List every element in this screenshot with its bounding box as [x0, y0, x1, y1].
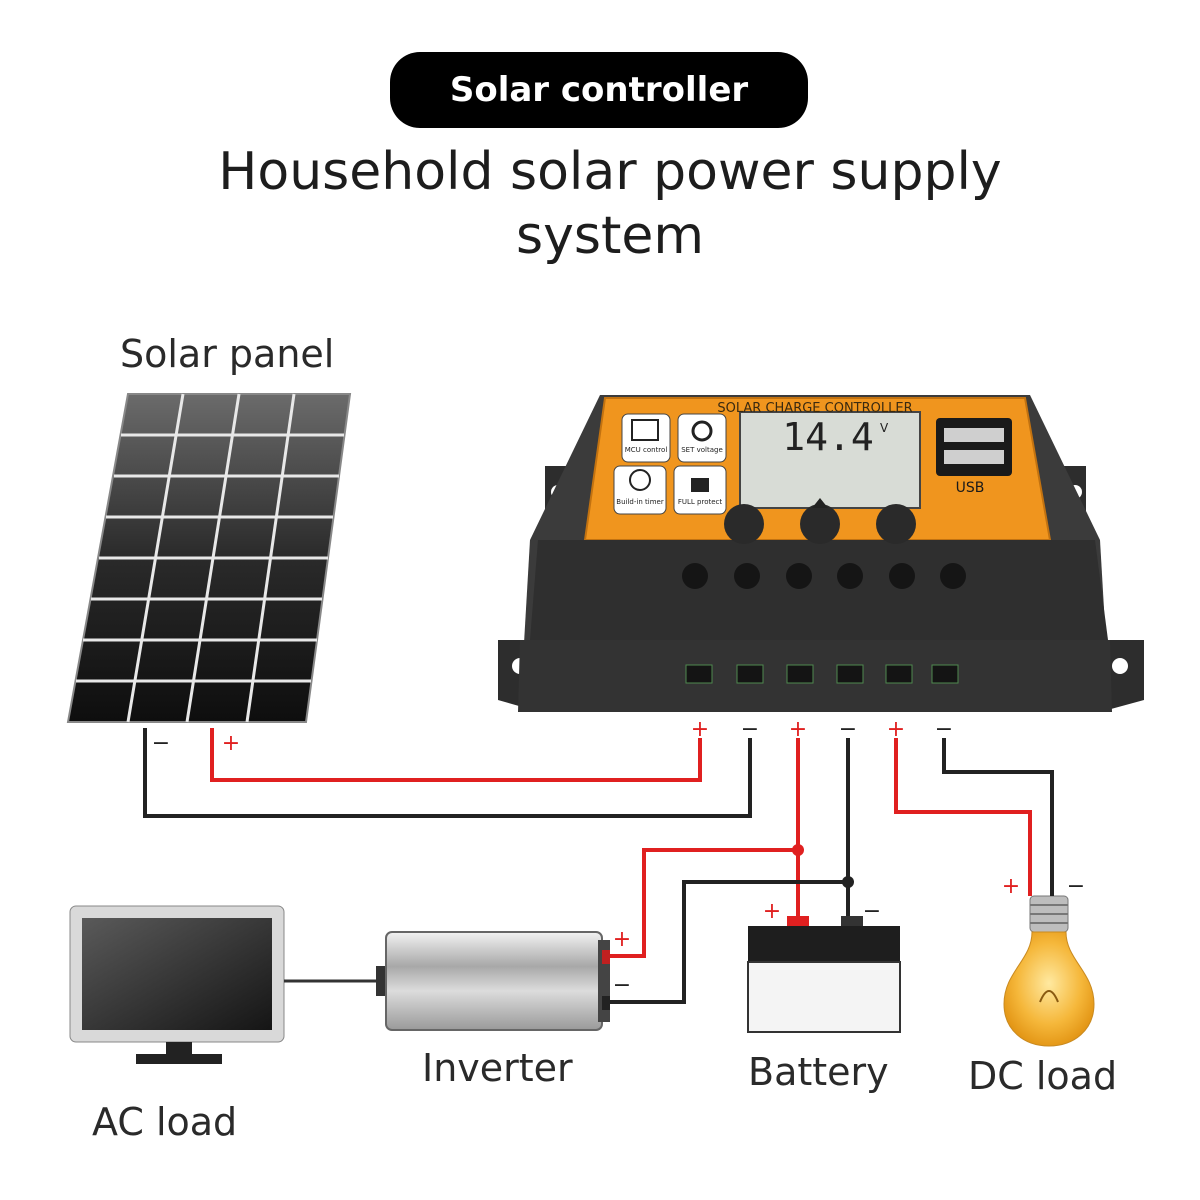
inverter — [376, 931, 610, 1031]
title-badge: Solar controller — [390, 52, 808, 128]
lcd-voltage-value: 14.4 — [782, 415, 874, 459]
load-plus-terminal: + — [887, 717, 905, 742]
ac-load-label: AC load — [92, 1100, 238, 1144]
battery — [747, 916, 901, 1033]
solar-panel-label: Solar panel — [120, 332, 335, 376]
clock-icon — [629, 469, 651, 491]
dc-load-label: DC load — [968, 1054, 1118, 1098]
dc-load-minus-mark: − — [1067, 874, 1085, 899]
charge-controller — [498, 395, 1144, 712]
battery-minus-terminal: − — [839, 717, 857, 742]
inverter-label: Inverter — [422, 1046, 573, 1090]
battery-minus-mark: − — [863, 899, 881, 924]
monitor-icon — [69, 905, 285, 1064]
controller-header: SOLAR CHARGE CONTROLLER — [717, 401, 912, 416]
set-voltage-label: SET voltage — [681, 446, 723, 454]
chip-icon — [631, 419, 659, 441]
battery-plus-mark: + — [763, 899, 781, 924]
lcd-screen — [739, 411, 921, 509]
down-button[interactable] — [876, 504, 916, 544]
inverter-minus-mark: − — [613, 973, 631, 998]
full-protect-label: FULL protect — [678, 498, 723, 506]
up-button[interactable] — [800, 504, 840, 544]
solar-panel — [66, 393, 352, 723]
dc-load-plus-mark: + — [1002, 874, 1020, 899]
wires — [143, 728, 1054, 1004]
usb-label: USB — [956, 480, 985, 496]
panel-minus-mark: − — [152, 731, 170, 756]
menu-button[interactable] — [724, 504, 764, 544]
timer-label: Build-in timer — [616, 498, 664, 506]
page-title: Household solar power supply system — [218, 142, 1002, 266]
light-bulb-icon — [1003, 895, 1095, 1047]
solar-plus-terminal: + — [691, 717, 709, 742]
inverter-plus-mark: + — [613, 927, 631, 952]
lcd-voltage-unit: V — [880, 421, 889, 435]
panel-plus-mark: + — [222, 731, 240, 756]
load-minus-terminal: − — [935, 717, 953, 742]
battery-plus-terminal: + — [789, 717, 807, 742]
mcu-control-label: MCU control — [625, 446, 668, 454]
lock-icon — [691, 478, 709, 492]
solar-minus-terminal: − — [741, 717, 759, 742]
gear-icon — [691, 420, 713, 442]
battery-label: Battery — [748, 1050, 889, 1094]
